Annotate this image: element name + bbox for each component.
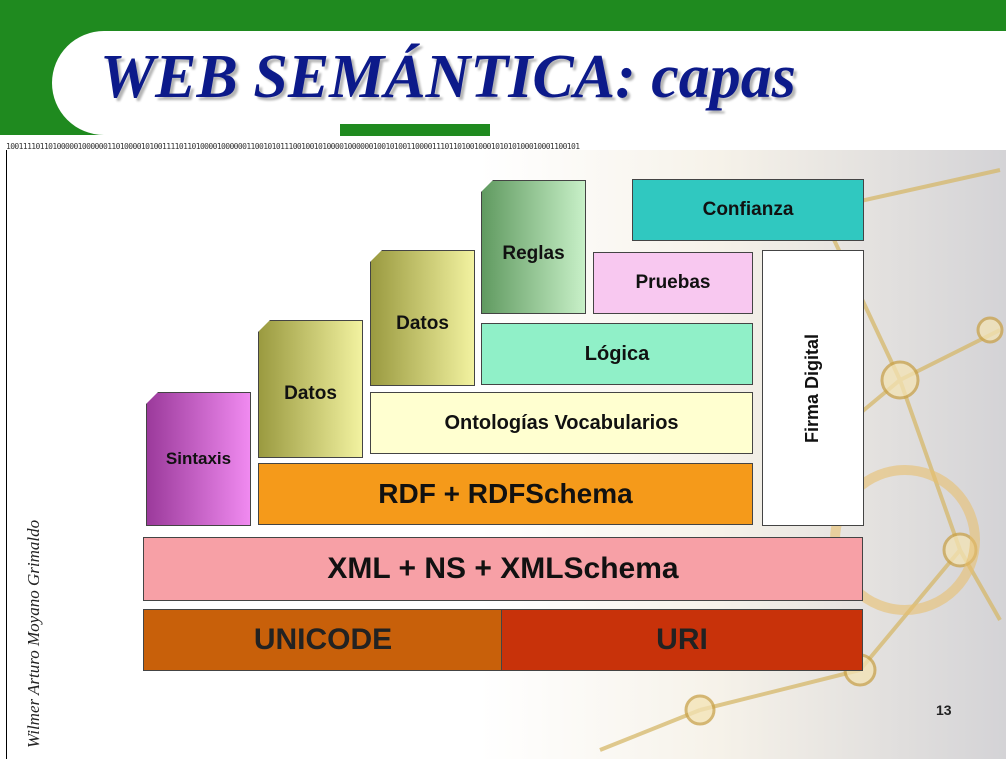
layer-datos-2-label: Datos: [396, 313, 449, 334]
title-banner: [52, 31, 1006, 135]
layer-datos-1-label: Datos: [284, 383, 337, 404]
layer-rdf-label: RDF + RDFSchema: [378, 478, 633, 509]
layer-ontologias: Ontologías Vocabularios: [370, 392, 753, 454]
layer-xml: XML + NS + XMLSchema: [143, 537, 863, 601]
layer-pruebas: Pruebas: [593, 252, 753, 314]
page-number: 13: [936, 702, 952, 718]
layer-sintaxis: Sintaxis: [146, 392, 251, 526]
layer-datos-2: Datos: [370, 250, 475, 386]
layer-uri-label: URI: [656, 623, 708, 656]
author-credit: Wilmer Arturo Moyano Grimaldo: [24, 519, 43, 748]
slide-title: WEB SEMÁNTICA: capas: [100, 43, 796, 111]
layer-pruebas-label: Pruebas: [635, 272, 711, 293]
layer-ontologias-label: Ontologías Vocabularios: [444, 411, 679, 434]
header-accent: [340, 124, 490, 136]
layer-firma-label: Firma Digital: [802, 333, 823, 443]
layer-logica-label: Lógica: [584, 342, 650, 365]
layer-unicode-label: UNICODE: [253, 623, 393, 656]
layer-confianza: Confianza: [632, 179, 864, 241]
layer-sintaxis-label: Sintaxis: [165, 449, 232, 468]
layer-reglas: Reglas: [481, 180, 586, 314]
layer-firma-digital: Firma Digital: [762, 250, 864, 526]
layer-reglas-label: Reglas: [502, 243, 565, 264]
layer-xml-label: XML + NS + XMLSchema: [327, 552, 679, 585]
layer-datos-1: Datos: [258, 320, 363, 458]
binary-strip: 1001111011010000010000001101000010100111…: [6, 142, 580, 151]
layer-logica: Lógica: [481, 323, 753, 385]
layer-uri: URI: [501, 609, 863, 671]
left-border: [6, 150, 7, 759]
layer-unicode: UNICODE: [143, 609, 503, 671]
layer-rdf: RDF + RDFSchema: [258, 463, 753, 525]
layer-confianza-label: Confianza: [702, 199, 794, 220]
